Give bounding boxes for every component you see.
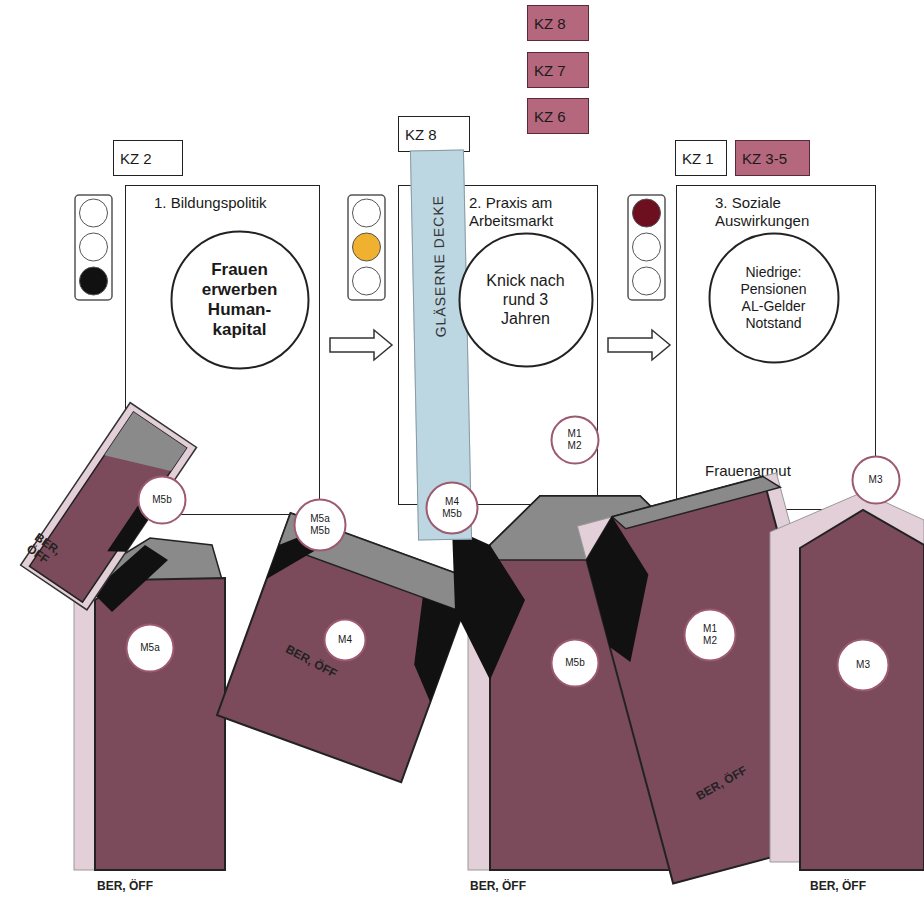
reference-circle: M5a xyxy=(125,623,175,673)
circle-text: Knick nach rund 3 Jahren xyxy=(481,232,571,368)
reference-circle: M1 M2 xyxy=(550,415,600,465)
traffic-light xyxy=(75,195,112,300)
callout-number: KZ 8 xyxy=(405,126,437,143)
note-label: BER, ÖFF xyxy=(470,879,550,893)
reference-circle: M3 xyxy=(851,455,901,505)
glass-ceiling-band: GLÄSERNE DECKE xyxy=(410,149,472,540)
callout-box: KZ 7 xyxy=(527,52,589,88)
note-label: BER, ÖFF xyxy=(97,879,177,893)
reference-circle: M4 xyxy=(323,618,367,662)
reference-number: M1 M2 xyxy=(564,415,586,465)
reference-number: M3 xyxy=(850,638,876,692)
reference-circle: M4 M5b xyxy=(425,481,479,535)
reference-circle: M5b xyxy=(550,638,600,688)
callout-number: KZ 6 xyxy=(534,108,566,125)
box-body: Frauenarmut xyxy=(705,462,791,479)
reference-circle: M5b xyxy=(137,475,187,525)
callout-box: KZ 8 xyxy=(527,5,589,41)
reference-circle: M3 xyxy=(836,638,890,692)
reference-circle: M1 M2 xyxy=(683,608,737,662)
flow-arrow xyxy=(330,330,392,360)
content-circle: Niedrige: Pensionen AL-Gelder Notstand xyxy=(708,232,840,364)
reference-number: M4 M5b xyxy=(438,481,466,535)
band-text: GLÄSERNE DECKE xyxy=(430,195,449,338)
process-box: 3. Soziale AuswirkungenFrauenarmut Niedri… xyxy=(676,185,876,510)
reference-number: M5a M5b xyxy=(306,498,334,552)
circle-text: Frauen erwerben Human- kapital xyxy=(192,230,288,370)
reference-number: M3 xyxy=(863,455,889,505)
circle-text: Niedrige: Pensionen AL-Gelder Notstand xyxy=(729,232,819,364)
box-heading: 3. Soziale Auswirkungen xyxy=(677,186,835,230)
content-circle: Frauen erwerben Human- kapital xyxy=(170,230,310,370)
traffic-light xyxy=(628,195,665,300)
callout-box: KZ 1 xyxy=(675,140,727,176)
flow-arrow xyxy=(608,330,670,360)
callout-number: KZ 7 xyxy=(534,62,566,79)
traffic-light xyxy=(348,195,385,300)
reference-number: M5a xyxy=(137,623,163,673)
reference-number: M1 M2 xyxy=(699,608,721,662)
book-shape xyxy=(21,403,197,610)
box-heading: 1. Bildungspolitik xyxy=(126,186,314,212)
callout-box: KZ 2 xyxy=(113,140,183,176)
callout-number: KZ 3-5 xyxy=(742,150,787,167)
callout-number: KZ 2 xyxy=(120,150,152,167)
reference-circle: M5a M5b xyxy=(293,498,347,552)
note-label: BER, ÖFF xyxy=(810,879,890,893)
reference-number: M4 xyxy=(334,618,356,662)
content-circle: Knick nach rund 3 Jahren xyxy=(458,232,594,368)
callout-box: KZ 3-5 xyxy=(735,140,810,176)
callout-box: KZ 6 xyxy=(527,98,589,134)
reference-number: M5b xyxy=(562,638,588,688)
callout-number: KZ 1 xyxy=(682,150,714,167)
reference-number: M5b xyxy=(149,475,175,525)
book-shape xyxy=(770,492,924,870)
callout-box: KZ 8 xyxy=(398,116,470,152)
book-shape xyxy=(217,513,475,782)
callout-number: KZ 8 xyxy=(534,15,566,32)
